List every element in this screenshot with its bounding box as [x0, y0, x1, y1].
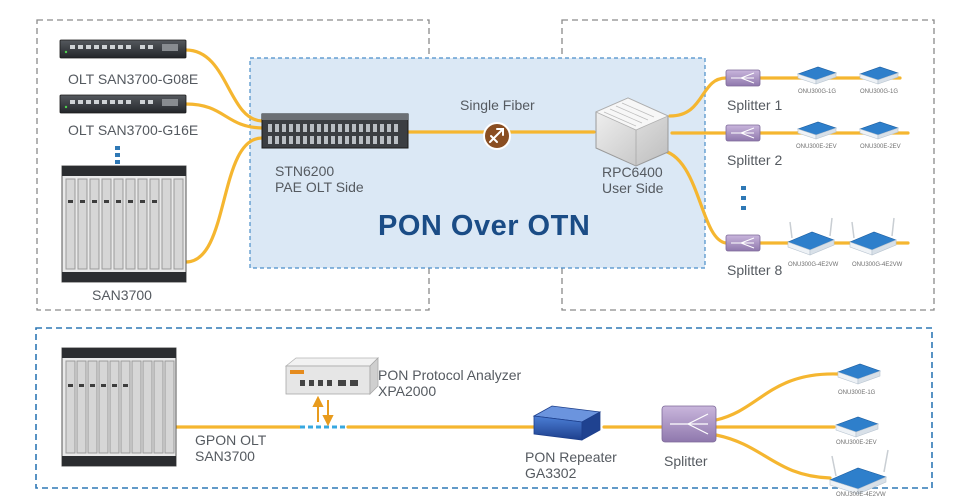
gpon-label-line1: GPON OLT	[195, 432, 267, 448]
splitter-8-label: Splitter 8	[727, 262, 783, 278]
fiber-rpc-splitter8	[658, 148, 728, 245]
olt2-device	[59, 94, 187, 114]
fiber-splitter-onu1	[714, 372, 840, 422]
onu-icon	[797, 121, 837, 140]
stn6200-device	[261, 113, 409, 149]
analyzer-tap-arrows	[312, 395, 334, 427]
fiber-chassis-stn	[184, 136, 264, 264]
bottom-frame	[35, 327, 933, 489]
fiber-rpc-splitter1	[668, 76, 728, 118]
onu-model-label: ONU300E-2EV	[836, 440, 877, 446]
wifi-onu-icon	[849, 217, 897, 256]
onu-model-label: ONU300E-4E2VW	[836, 492, 886, 498]
repeater-label-line2: GA3302	[525, 465, 577, 481]
analyzer-label-line2: XPA2000	[378, 383, 437, 399]
rpc-label-line2: User Side	[602, 180, 664, 196]
splitter-1-label: Splitter 1	[727, 97, 783, 113]
diagram-title: PON Over OTN	[378, 210, 591, 242]
stn-label-line1: STN6200	[275, 163, 335, 179]
onu-icon	[859, 121, 899, 140]
fiber-olt2-stn	[184, 102, 264, 130]
chassis-label: SAN3700	[92, 287, 152, 303]
fiber-splitter-onu3	[714, 433, 832, 480]
splitter-1-icon	[725, 69, 761, 87]
onu-icon	[835, 416, 879, 438]
splitter-2-label: Splitter 2	[727, 152, 783, 168]
olt2-label: OLT SAN3700-G16E	[68, 122, 199, 138]
splitter-stack-dots	[741, 186, 746, 210]
splitter-8-icon	[725, 234, 761, 252]
onu-model-label: ONU300E-2EV	[860, 144, 901, 150]
onu-model-label: ONU300E-2EV	[796, 144, 837, 150]
pon-repeater-device	[532, 405, 602, 441]
onu-model-label: ONU300G-4E2VW	[788, 262, 839, 268]
pon-analyzer-device	[284, 357, 379, 395]
fiber-label: Single Fiber	[460, 97, 535, 113]
bottom-fibers	[174, 372, 840, 480]
olt-side-frame	[36, 19, 430, 311]
bottom-splitter-icon	[661, 405, 717, 443]
olt1-label: OLT SAN3700-G08E	[68, 71, 199, 87]
onu-model-label: ONU300G-1G	[860, 89, 899, 95]
olt1-device	[59, 39, 187, 59]
onu-model-label: ONU300G-1G	[798, 89, 837, 95]
onu-icon	[797, 66, 837, 85]
repeater-label-line1: PON Repeater	[525, 449, 617, 465]
fiber-olt1-stn	[184, 48, 264, 123]
analyzer-label-line1: PON Protocol Analyzer	[378, 367, 522, 383]
bottom-splitter-label: Splitter	[664, 453, 708, 469]
onu-model-label: ONU300E-1G	[838, 390, 876, 396]
onu-icon	[837, 363, 881, 385]
fiber-link-icon	[483, 122, 511, 150]
san3700-chassis	[61, 165, 187, 283]
onu-icon	[859, 66, 899, 85]
rpc-label-line1: RPC6400	[602, 164, 663, 180]
wifi-onu-icon	[787, 217, 835, 256]
wifi-onu-icon	[829, 449, 889, 495]
rpc6400-device	[595, 97, 669, 167]
olt-stack-dots	[115, 146, 120, 164]
gpon-olt-chassis	[61, 347, 177, 467]
onu-model-label: ONU300G-4E2VW	[852, 262, 903, 268]
user-side-frame	[561, 19, 935, 311]
stn-label-line2: PAE OLT Side	[275, 179, 364, 195]
gpon-label-line2: SAN3700	[195, 448, 255, 464]
splitter-2-icon	[725, 124, 761, 142]
